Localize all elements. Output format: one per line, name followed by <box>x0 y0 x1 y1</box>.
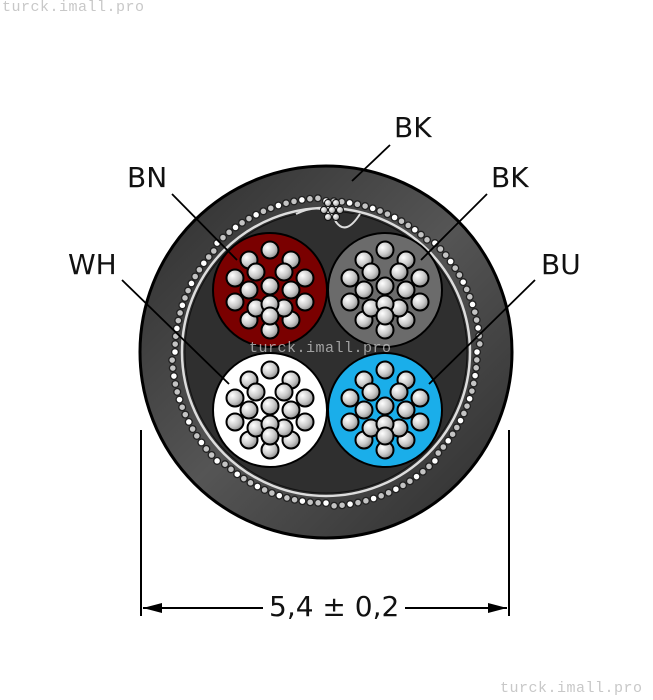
leader-BN <box>171 193 238 261</box>
label-core-wh: WH <box>68 248 117 281</box>
core-BK <box>327 232 443 348</box>
watermark-top: turck.imall.pro <box>2 0 145 16</box>
core-BN <box>212 232 328 348</box>
drain-wire <box>320 199 344 221</box>
leader-BU <box>428 279 536 385</box>
leader-jacket <box>351 144 391 182</box>
label-core-bn: BN <box>127 161 168 194</box>
leader-lines <box>121 144 536 385</box>
core-WH <box>212 352 328 468</box>
leader-WH <box>121 279 230 385</box>
label-jacket-bk: BK <box>394 111 432 144</box>
watermark-bottom: turck.imall.pro <box>500 680 643 697</box>
arrowhead-left <box>143 603 162 613</box>
outer-diameter-dimension: 5,4 ± 0,2 <box>263 593 406 621</box>
label-core-bu: BU <box>541 248 581 281</box>
core-BU <box>327 352 443 468</box>
drain-notch <box>295 207 361 229</box>
label-core-bk: BK <box>491 161 529 194</box>
arrowhead-right <box>488 603 507 613</box>
watermark-center: turck.imall.pro <box>249 340 392 357</box>
leader-BK <box>420 193 488 261</box>
